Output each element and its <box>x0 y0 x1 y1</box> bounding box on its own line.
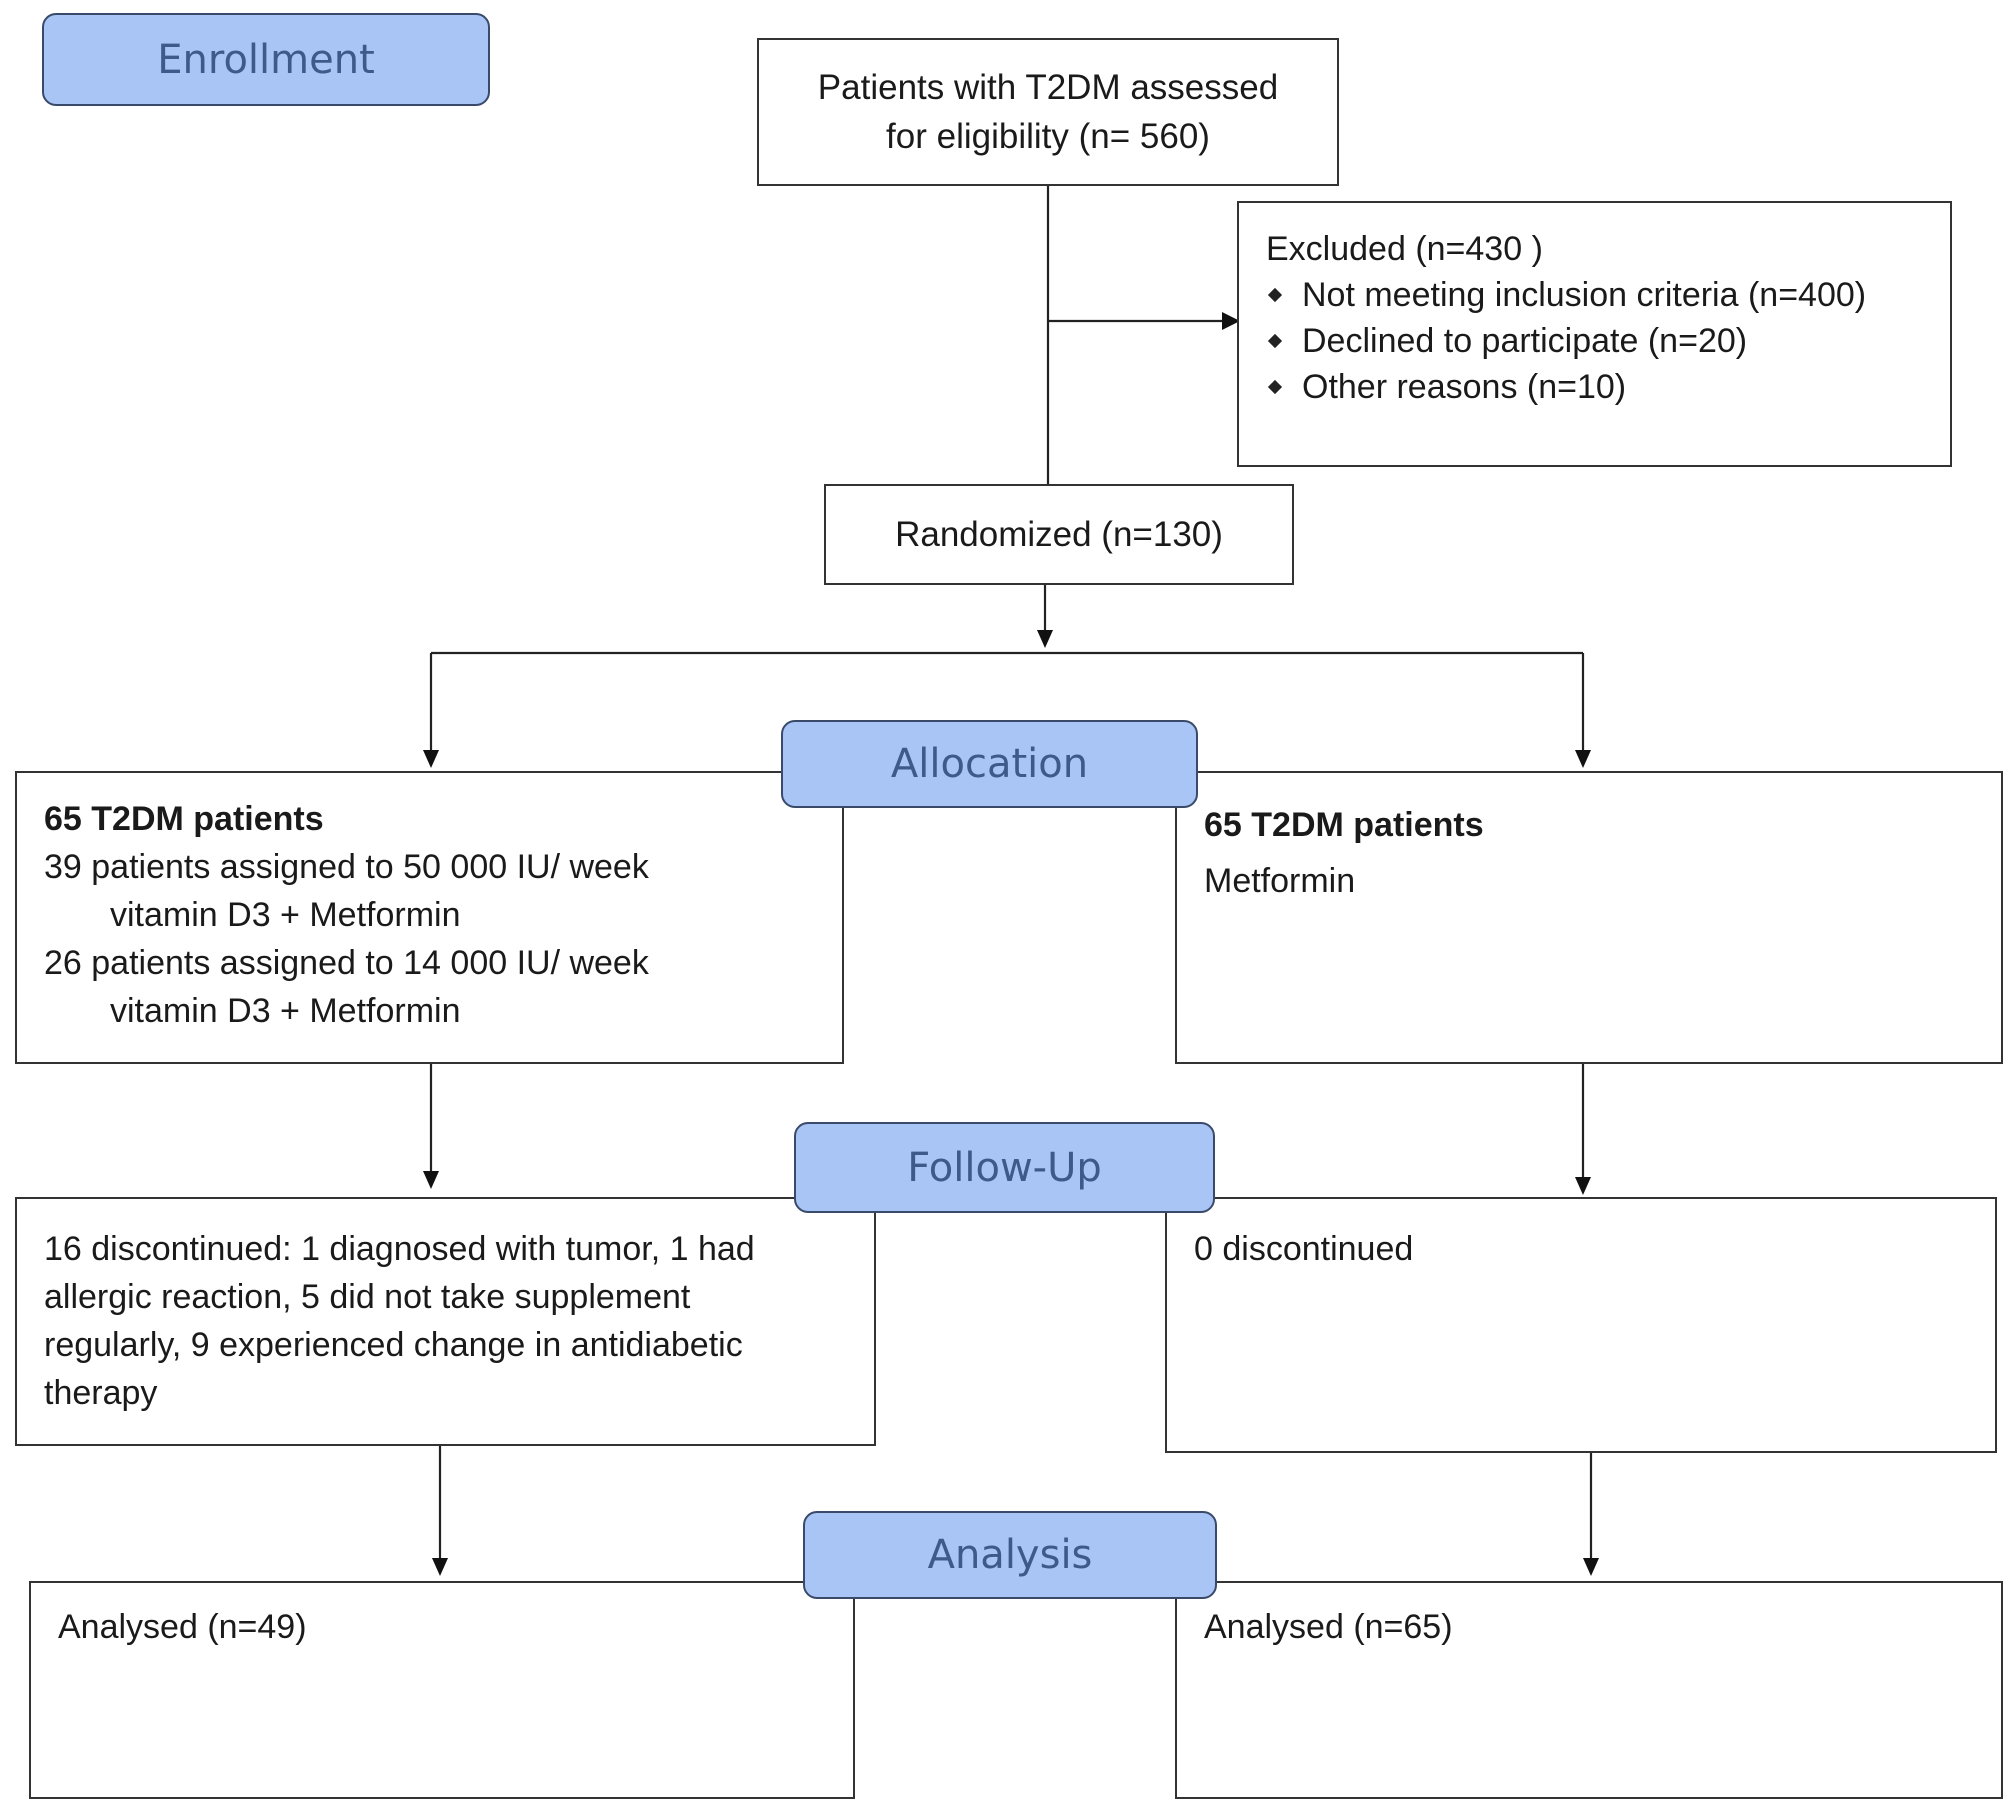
followup-left-line: allergic reaction, 5 did not take supple… <box>44 1278 691 1316</box>
followup-left-line: 16 discontinued: 1 diagnosed with tumor,… <box>44 1230 755 1268</box>
followup-left-line: therapy <box>44 1374 158 1412</box>
followup-right-box: 0 discontinued <box>1165 1197 1997 1453</box>
allocation-label: Allocation <box>890 741 1089 787</box>
followup-left-line: regularly, 9 experienced change in antid… <box>44 1326 743 1364</box>
excluded-item: Other reasons (n=10) <box>1264 363 1626 411</box>
bullet-icon <box>1267 287 1283 303</box>
arrow-randomized-split <box>1037 630 1053 648</box>
excluded-item: Not meeting inclusion criteria (n=400) <box>1264 271 1866 319</box>
bullet-icon <box>1267 379 1283 395</box>
enrollment-stage-label: Enrollment <box>42 13 490 106</box>
allocation-left-line: vitamin D3 + Metformin <box>110 896 461 934</box>
followup-right-line: 0 discontinued <box>1194 1230 1414 1268</box>
analysis-left-box: Analysed (n=49) <box>29 1581 855 1799</box>
enrollment-label: Enrollment <box>157 36 375 83</box>
analysis-left-line: Analysed (n=49) <box>58 1608 307 1646</box>
allocation-right-line: Metformin <box>1204 862 1356 900</box>
assessed-line-2: for eligibility (n= 560) <box>886 117 1210 156</box>
excluded-item-label: Other reasons (n=10) <box>1302 368 1627 406</box>
followup-label: Follow-Up <box>907 1144 1102 1191</box>
allocation-stage-label: Allocation <box>781 720 1198 808</box>
followup-stage-label: Follow-Up <box>794 1122 1215 1213</box>
analysis-right-line: Analysed (n=65) <box>1204 1608 1453 1646</box>
assessed-line-1: Patients with T2DM assessed <box>817 68 1279 107</box>
analysis-label: Analysis <box>927 1532 1093 1578</box>
allocation-right-box: 65 T2DM patients Metformin <box>1175 771 2003 1064</box>
arrow-to-followup-right <box>1575 1177 1591 1195</box>
bullet-icon <box>1267 333 1283 349</box>
arrow-to-followup-left <box>423 1171 439 1189</box>
assessed-box: Patients with T2DM assessed for eligibil… <box>757 38 1339 186</box>
arrow-to-allocation-left <box>423 750 439 768</box>
arrow-to-allocation-right <box>1575 750 1591 768</box>
randomized-box: Randomized (n=130) <box>824 484 1294 585</box>
arrow-to-excluded <box>1222 312 1240 330</box>
analysis-right-box: Analysed (n=65) <box>1175 1581 2003 1799</box>
allocation-left-box: 65 T2DM patients 39 patients assigned to… <box>15 771 844 1064</box>
excluded-item: Declined to participate (n=20) <box>1264 317 1747 365</box>
excluded-item-label: Not meeting inclusion criteria (n=400) <box>1302 276 1867 314</box>
allocation-left-line: vitamin D3 + Metformin <box>110 992 461 1030</box>
followup-left-box: 16 discontinued: 1 diagnosed with tumor,… <box>15 1197 876 1446</box>
allocation-left-line: 39 patients assigned to 50 000 IU/ week <box>44 848 649 886</box>
allocation-left-line: 26 patients assigned to 14 000 IU/ week <box>44 944 649 982</box>
analysis-stage-label: Analysis <box>803 1511 1217 1599</box>
allocation-left-title: 65 T2DM patients <box>44 800 324 838</box>
excluded-title: Excluded (n=430 ) <box>1266 230 1543 268</box>
allocation-right-title: 65 T2DM patients <box>1204 806 1484 844</box>
arrow-to-analysis-right <box>1583 1558 1599 1576</box>
excluded-item-label: Declined to participate (n=20) <box>1302 322 1748 360</box>
arrow-to-analysis-left <box>432 1558 448 1576</box>
randomized-label: Randomized (n=130) <box>895 515 1223 554</box>
excluded-box: Excluded (n=430 ) Not meeting inclusion … <box>1237 201 1952 467</box>
